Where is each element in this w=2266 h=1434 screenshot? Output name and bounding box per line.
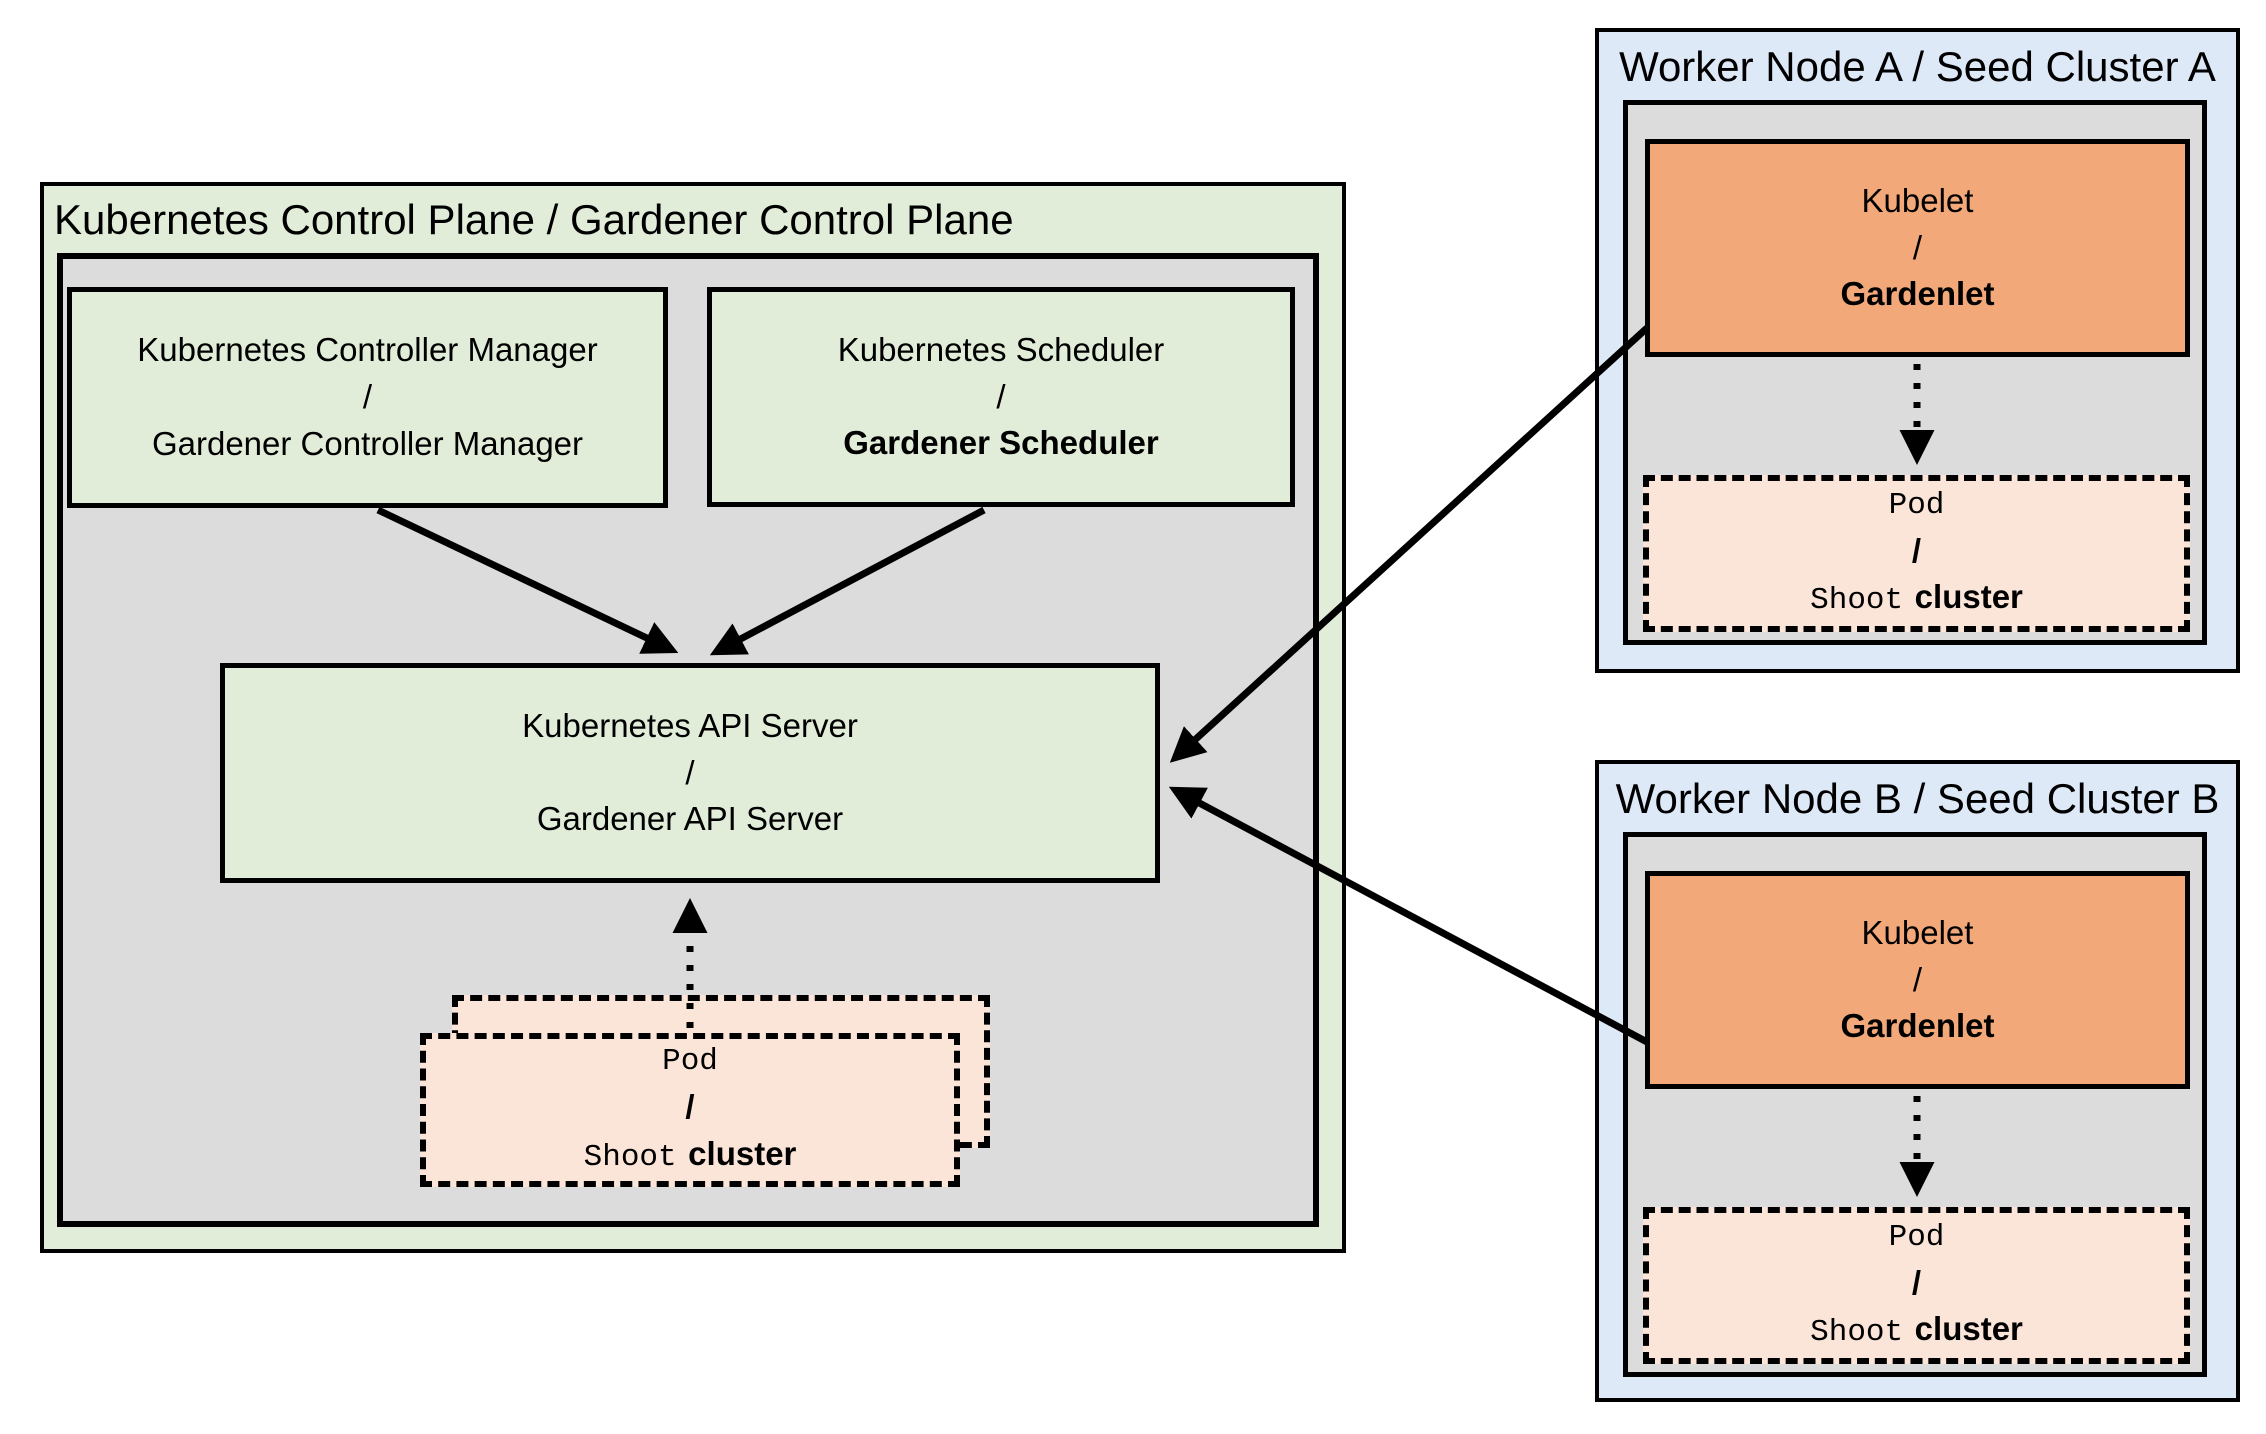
cluster-a-word: cluster bbox=[1914, 578, 2023, 616]
shoot-b-word: Shoot bbox=[1810, 1315, 1904, 1351]
kubelet-gardenlet-a-box: Kubelet / Gardenlet bbox=[1645, 139, 2190, 357]
pod-slash: / bbox=[685, 1088, 695, 1126]
pod-shoot-cluster-front-box: Pod / Shoot cluster bbox=[420, 1033, 960, 1187]
shoot-cluster-b-line: Shoot cluster bbox=[1810, 1306, 2023, 1355]
pod-shoot-cluster-label: Pod / Shoot cluster bbox=[426, 1039, 954, 1181]
api-server-slash: / bbox=[685, 753, 695, 791]
kubelet-a-line2: Gardenlet bbox=[1840, 275, 1995, 313]
pod-shoot-cluster-b-box: Pod / Shoot cluster bbox=[1643, 1207, 2190, 1364]
api-server-line2: Gardener API Server bbox=[536, 800, 844, 838]
pod-shoot-cluster-a-label: Pod / Shoot cluster bbox=[1649, 481, 2184, 626]
pod-line: Pod bbox=[662, 1044, 718, 1080]
controller-manager-box: Kubernetes Controller Manager / Gardener… bbox=[67, 287, 668, 508]
worker-node-b-title: Worker Node B / Seed Cluster B bbox=[1615, 775, 2220, 822]
scheduler-slash: / bbox=[996, 377, 1006, 415]
pod-a-line: Pod bbox=[1888, 487, 1945, 523]
kubelet-b-line1: Kubelet bbox=[1861, 913, 1974, 951]
controller-manager-line1: Kubernetes Controller Manager bbox=[137, 331, 598, 369]
api-server-box: Kubernetes API Server / Gardener API Ser… bbox=[220, 663, 1160, 883]
scheduler-line1: Kubernetes Scheduler bbox=[837, 330, 1165, 368]
pod-shoot-cluster-b-label: Pod / Shoot cluster bbox=[1649, 1213, 2184, 1358]
pod-shoot-cluster-a-box: Pod / Shoot cluster bbox=[1643, 475, 2190, 632]
kubelet-gardenlet-b-label: Kubelet / Gardenlet bbox=[1650, 876, 2185, 1084]
controller-manager-slash: / bbox=[362, 378, 373, 416]
pod-a-slash: / bbox=[1911, 531, 1922, 569]
api-server-label: Kubernetes API Server / Gardener API Ser… bbox=[225, 668, 1155, 878]
shoot-cluster-a-line: Shoot cluster bbox=[1810, 574, 2023, 623]
kubelet-b-line2: Gardenlet bbox=[1840, 1007, 1995, 1045]
worker-node-a-title: Worker Node A / Seed Cluster A bbox=[1619, 43, 2216, 90]
kubelet-gardenlet-a-label: Kubelet / Gardenlet bbox=[1650, 144, 2185, 352]
scheduler-line2: Gardener Scheduler bbox=[843, 424, 1159, 462]
pod-b-slash: / bbox=[1911, 1263, 1922, 1301]
cluster-word: cluster bbox=[688, 1134, 797, 1172]
scheduler-box: Kubernetes Scheduler / Gardener Schedule… bbox=[707, 287, 1295, 507]
api-server-line1: Kubernetes API Server bbox=[522, 706, 858, 744]
controller-manager-line2: Gardener Controller Manager bbox=[151, 424, 584, 462]
shoot-cluster-line: Shoot cluster bbox=[584, 1131, 797, 1180]
scheduler-label: Kubernetes Scheduler / Gardener Schedule… bbox=[712, 292, 1290, 502]
kubelet-gardenlet-b-box: Kubelet / Gardenlet bbox=[1645, 871, 2190, 1089]
shoot-word: Shoot bbox=[583, 1139, 677, 1175]
pod-b-line: Pod bbox=[1888, 1219, 1945, 1255]
controller-manager-label: Kubernetes Controller Manager / Gardener… bbox=[72, 292, 663, 503]
cluster-b-word: cluster bbox=[1914, 1310, 2023, 1348]
kubelet-a-slash: / bbox=[1912, 228, 1923, 266]
control-plane-title: Kubernetes Control Plane / Gardener Cont… bbox=[54, 196, 1014, 243]
kubelet-b-slash: / bbox=[1912, 960, 1923, 998]
kubelet-a-line1: Kubelet bbox=[1861, 181, 1974, 219]
shoot-a-word: Shoot bbox=[1810, 583, 1904, 619]
